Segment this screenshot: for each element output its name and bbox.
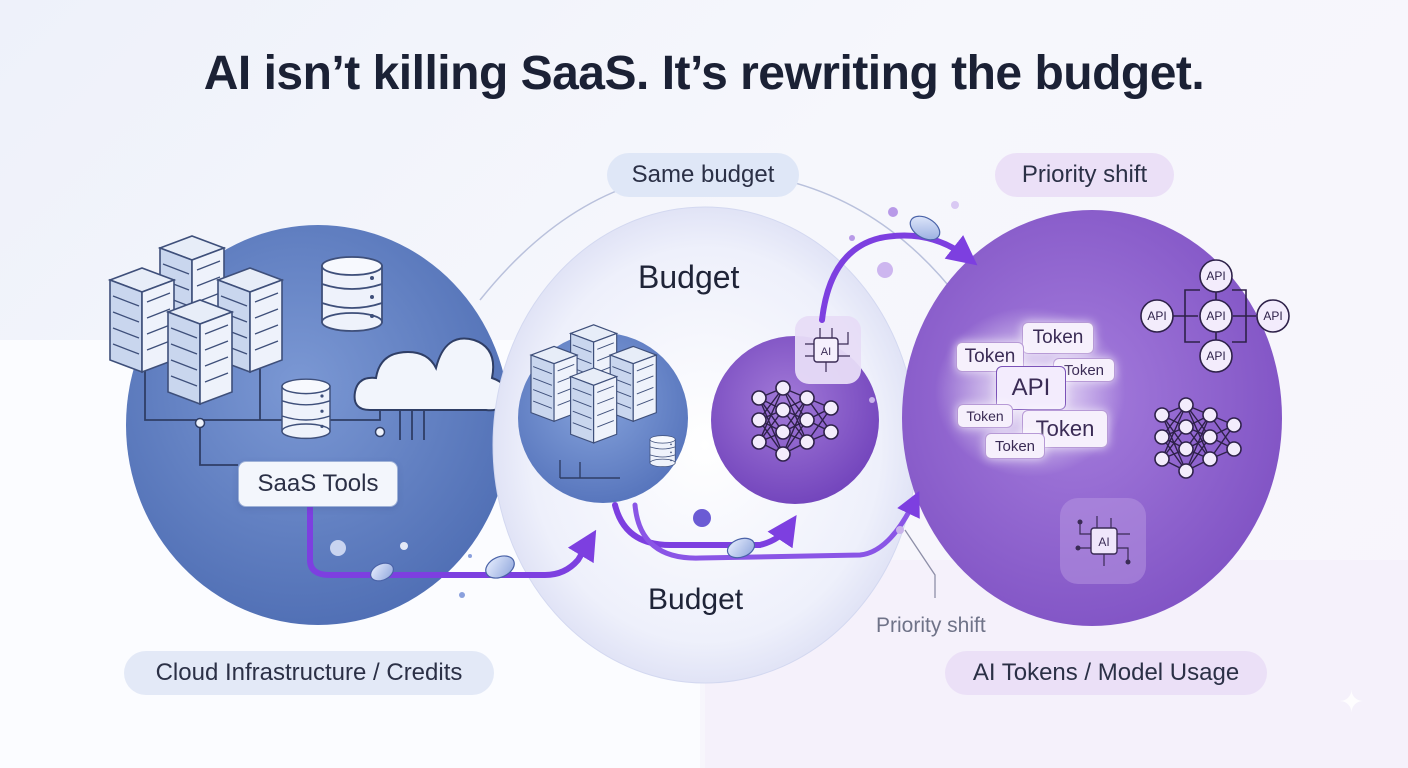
saas-inner-circle: [518, 324, 688, 503]
api-node: API: [1199, 299, 1233, 333]
decorative-dots: [330, 201, 959, 598]
svg-text:API: API: [1263, 309, 1282, 323]
coin-icon: [370, 562, 394, 582]
arrow-ai-to-tokens: [819, 232, 978, 323]
database-icon: [281, 378, 331, 440]
ai-chip-label: AI: [821, 346, 831, 358]
server-rack-icon: [167, 299, 233, 405]
cloud-infrastructure-label: Cloud Infrastructure / Credits: [124, 651, 494, 695]
priority-note-leader: [904, 529, 936, 598]
page-title: AI isn’t killing SaaS. It’s rewriting th…: [203, 47, 1205, 100]
priority-shift-note: Priority shift: [876, 614, 986, 637]
token-chip: Token: [956, 342, 1024, 372]
saas-tools-label: SaaS Tools: [238, 461, 398, 507]
ai-chip-icon: AI: [795, 316, 861, 384]
api-node: API: [1199, 339, 1233, 373]
ai-inner-circle: AI: [711, 316, 879, 504]
budget-label-bottom: Budget: [648, 583, 744, 616]
token-chip: Token: [957, 404, 1013, 428]
api-node: API: [1256, 299, 1290, 333]
server-rack-icon: [109, 267, 175, 373]
database-icon: [649, 435, 676, 468]
database-icon: [321, 256, 383, 332]
api-node: API: [1140, 299, 1174, 333]
svg-text:API: API: [1206, 349, 1225, 363]
coin-icon: [485, 555, 515, 579]
ai-chip-icon: AI: [1060, 498, 1146, 584]
token-chip: Token: [985, 433, 1045, 459]
svg-text:API: API: [1206, 309, 1225, 323]
budget-circle: AI: [492, 206, 918, 684]
coin-icon: [909, 215, 941, 241]
budget-label-top: Budget: [638, 259, 740, 295]
coin-icons: [370, 215, 941, 582]
token-chip: Token: [1022, 322, 1094, 354]
priority-shift-label-top: Priority shift: [995, 153, 1174, 197]
coin-icon: [726, 537, 756, 559]
ai-chip-label: AI: [1098, 535, 1109, 549]
same-budget-label: Same budget: [607, 153, 799, 197]
arrow-saas-to-budget: [307, 502, 597, 578]
cloud-infrastructure-circle: [109, 225, 510, 625]
arrow-budget-to-ai: [612, 502, 797, 549]
server-rack-icon: [570, 367, 618, 444]
sparkle-icon: ✦: [1338, 686, 1364, 719]
api-node: API: [1199, 259, 1233, 293]
svg-text:API: API: [1206, 269, 1225, 283]
ai-tokens-label: AI Tokens / Model Usage: [945, 651, 1267, 695]
svg-text:API: API: [1147, 309, 1166, 323]
api-chip: API: [996, 366, 1066, 410]
